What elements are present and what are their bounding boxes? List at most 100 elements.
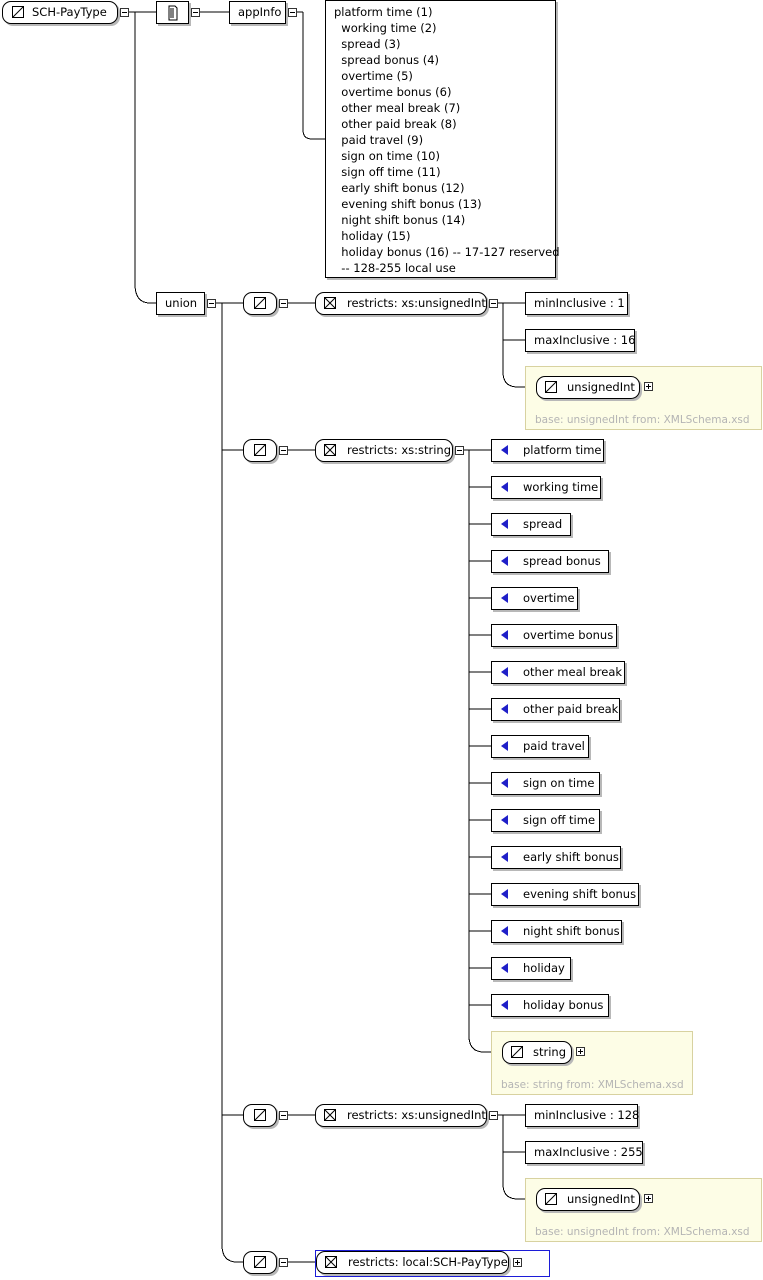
enumeration-item[interactable]: overtime bonus bbox=[491, 624, 617, 647]
restriction-icon bbox=[324, 1109, 336, 1121]
member4-collapse-toggle[interactable] bbox=[279, 1258, 288, 1267]
member2-base-type-label: string bbox=[533, 1045, 567, 1059]
enumeration-label: sign on time bbox=[523, 776, 595, 790]
simple-type-icon bbox=[254, 1109, 266, 1121]
union-collapse-toggle[interactable] bbox=[207, 299, 216, 308]
enumeration-label: spread bonus bbox=[523, 554, 601, 568]
member3-base-info: base: unsignedInt from: XMLSchema.xsd bbox=[535, 1226, 750, 1238]
documentation-line: other paid break (8) bbox=[334, 117, 457, 131]
enumeration-label: overtime bonus bbox=[523, 628, 614, 642]
enumeration-icon bbox=[501, 852, 508, 862]
annotation-icon bbox=[168, 5, 178, 21]
enumeration-icon bbox=[501, 963, 508, 973]
enumeration-item[interactable]: other paid break bbox=[491, 698, 620, 721]
member1-restriction[interactable]: restricts: xs:unsignedInt bbox=[315, 292, 487, 315]
root-simple-type[interactable]: SCH-PayType bbox=[2, 1, 118, 24]
member2-base-type[interactable]: string bbox=[502, 1041, 572, 1064]
enumeration-label: spread bbox=[523, 517, 563, 531]
enumeration-label: holiday bbox=[523, 961, 565, 975]
member3-restriction-toggle[interactable] bbox=[489, 1111, 498, 1120]
enumeration-icon bbox=[501, 926, 508, 936]
simple-type-icon bbox=[511, 1046, 523, 1058]
appinfo-box[interactable]: appInfo bbox=[229, 1, 286, 24]
documentation-line: sign off time (11) bbox=[334, 165, 441, 179]
documentation-line: early shift bonus (12) bbox=[334, 181, 465, 195]
member2-restriction-toggle[interactable] bbox=[455, 446, 464, 455]
enumeration-label: paid travel bbox=[523, 739, 585, 753]
facet-min-inclusive[interactable]: minInclusive : 1 bbox=[525, 292, 628, 315]
enumeration-label: holiday bonus bbox=[523, 998, 604, 1012]
member3-simple-type[interactable] bbox=[243, 1104, 277, 1127]
enumeration-item[interactable]: sign on time bbox=[491, 772, 600, 795]
enumeration-item[interactable]: early shift bonus bbox=[491, 846, 621, 869]
member3-restriction-label: restricts: xs:unsignedInt bbox=[347, 1108, 486, 1122]
facet-max-inclusive[interactable]: maxInclusive : 255 bbox=[525, 1141, 643, 1164]
enumeration-icon bbox=[501, 778, 508, 788]
enumeration-label: working time bbox=[523, 480, 599, 494]
facet-min-inclusive[interactable]: minInclusive : 128 bbox=[525, 1104, 639, 1127]
member1-base-type[interactable]: unsignedInt bbox=[536, 376, 640, 399]
union-label: union bbox=[165, 296, 198, 310]
annotation-box[interactable] bbox=[156, 1, 189, 24]
member2-collapse-toggle[interactable] bbox=[279, 446, 288, 455]
enumeration-icon bbox=[501, 815, 508, 825]
restriction-icon bbox=[325, 1256, 337, 1268]
documentation-line: holiday (15) bbox=[334, 229, 411, 243]
documentation-line: paid travel (9) bbox=[334, 133, 424, 147]
annotation-collapse-toggle[interactable] bbox=[191, 8, 200, 17]
member3-restriction[interactable]: restricts: xs:unsignedInt bbox=[315, 1104, 487, 1127]
enumeration-icon bbox=[501, 445, 508, 455]
member1-base-expand-toggle[interactable] bbox=[644, 382, 653, 391]
enumeration-item[interactable]: sign off time bbox=[491, 809, 600, 832]
enumeration-item[interactable]: working time bbox=[491, 476, 601, 499]
enumeration-item[interactable]: paid travel bbox=[491, 735, 589, 758]
enumeration-item[interactable]: spread bbox=[491, 513, 571, 536]
appinfo-label: appInfo bbox=[238, 5, 282, 19]
member4-restriction[interactable]: restricts: local:SCH-PayType bbox=[316, 1251, 509, 1274]
enumeration-item[interactable]: evening shift bonus bbox=[491, 883, 639, 906]
enumeration-item[interactable]: other meal break bbox=[491, 661, 625, 684]
enumeration-item[interactable]: holiday bonus bbox=[491, 994, 609, 1017]
member2-restriction[interactable]: restricts: xs:string bbox=[315, 439, 453, 462]
root-collapse-toggle[interactable] bbox=[120, 8, 129, 17]
enumeration-label: night shift bonus bbox=[523, 924, 620, 938]
member3-base-type[interactable]: unsignedInt bbox=[536, 1188, 640, 1211]
enumeration-icon bbox=[501, 630, 508, 640]
enumeration-item[interactable]: platform time bbox=[491, 439, 604, 462]
member4-selection-frame bbox=[315, 1250, 550, 1277]
facet-max-inclusive-label: maxInclusive : 255 bbox=[534, 1145, 643, 1159]
enumeration-item[interactable]: holiday bbox=[491, 957, 571, 980]
documentation-line: platform time (1) bbox=[334, 5, 433, 19]
simple-type-icon bbox=[254, 297, 266, 309]
appinfo-collapse-toggle[interactable] bbox=[288, 8, 297, 17]
enumeration-item[interactable]: night shift bonus bbox=[491, 920, 622, 943]
enumeration-icon bbox=[501, 889, 508, 899]
enumeration-label: overtime bbox=[523, 591, 575, 605]
member4-expand-toggle[interactable] bbox=[513, 1258, 522, 1267]
member4-restriction-label: restricts: local:SCH-PayType bbox=[348, 1255, 508, 1269]
enumeration-icon bbox=[501, 556, 508, 566]
member1-restriction-toggle[interactable] bbox=[489, 299, 498, 308]
documentation-line: -- 128-255 local use bbox=[334, 261, 456, 275]
member3-collapse-toggle[interactable] bbox=[279, 1111, 288, 1120]
member3-base-type-label: unsignedInt bbox=[567, 1192, 635, 1206]
documentation-text-box: platform time (1) working time (2) sprea… bbox=[325, 0, 560, 278]
documentation-line: holiday bonus (16) -- 17-127 reserved bbox=[334, 245, 560, 259]
union-box[interactable]: union bbox=[156, 292, 205, 315]
member3-base-expand-toggle[interactable] bbox=[644, 1194, 653, 1203]
documentation-line: evening shift bonus (13) bbox=[334, 197, 482, 211]
member1-simple-type[interactable] bbox=[243, 292, 277, 315]
member4-simple-type[interactable] bbox=[243, 1251, 277, 1274]
documentation-line: spread (3) bbox=[334, 37, 401, 51]
enumeration-label: sign off time bbox=[523, 813, 596, 827]
simple-type-icon bbox=[254, 1256, 266, 1268]
documentation-line: working time (2) bbox=[334, 21, 437, 35]
restriction-icon bbox=[324, 444, 336, 456]
member2-base-expand-toggle[interactable] bbox=[576, 1047, 585, 1056]
enumeration-item[interactable]: overtime bbox=[491, 587, 578, 610]
enumeration-icon bbox=[501, 519, 508, 529]
facet-max-inclusive[interactable]: maxInclusive : 16 bbox=[525, 329, 635, 352]
member1-collapse-toggle[interactable] bbox=[279, 299, 288, 308]
enumeration-item[interactable]: spread bonus bbox=[491, 550, 609, 573]
member2-simple-type[interactable] bbox=[243, 439, 277, 462]
